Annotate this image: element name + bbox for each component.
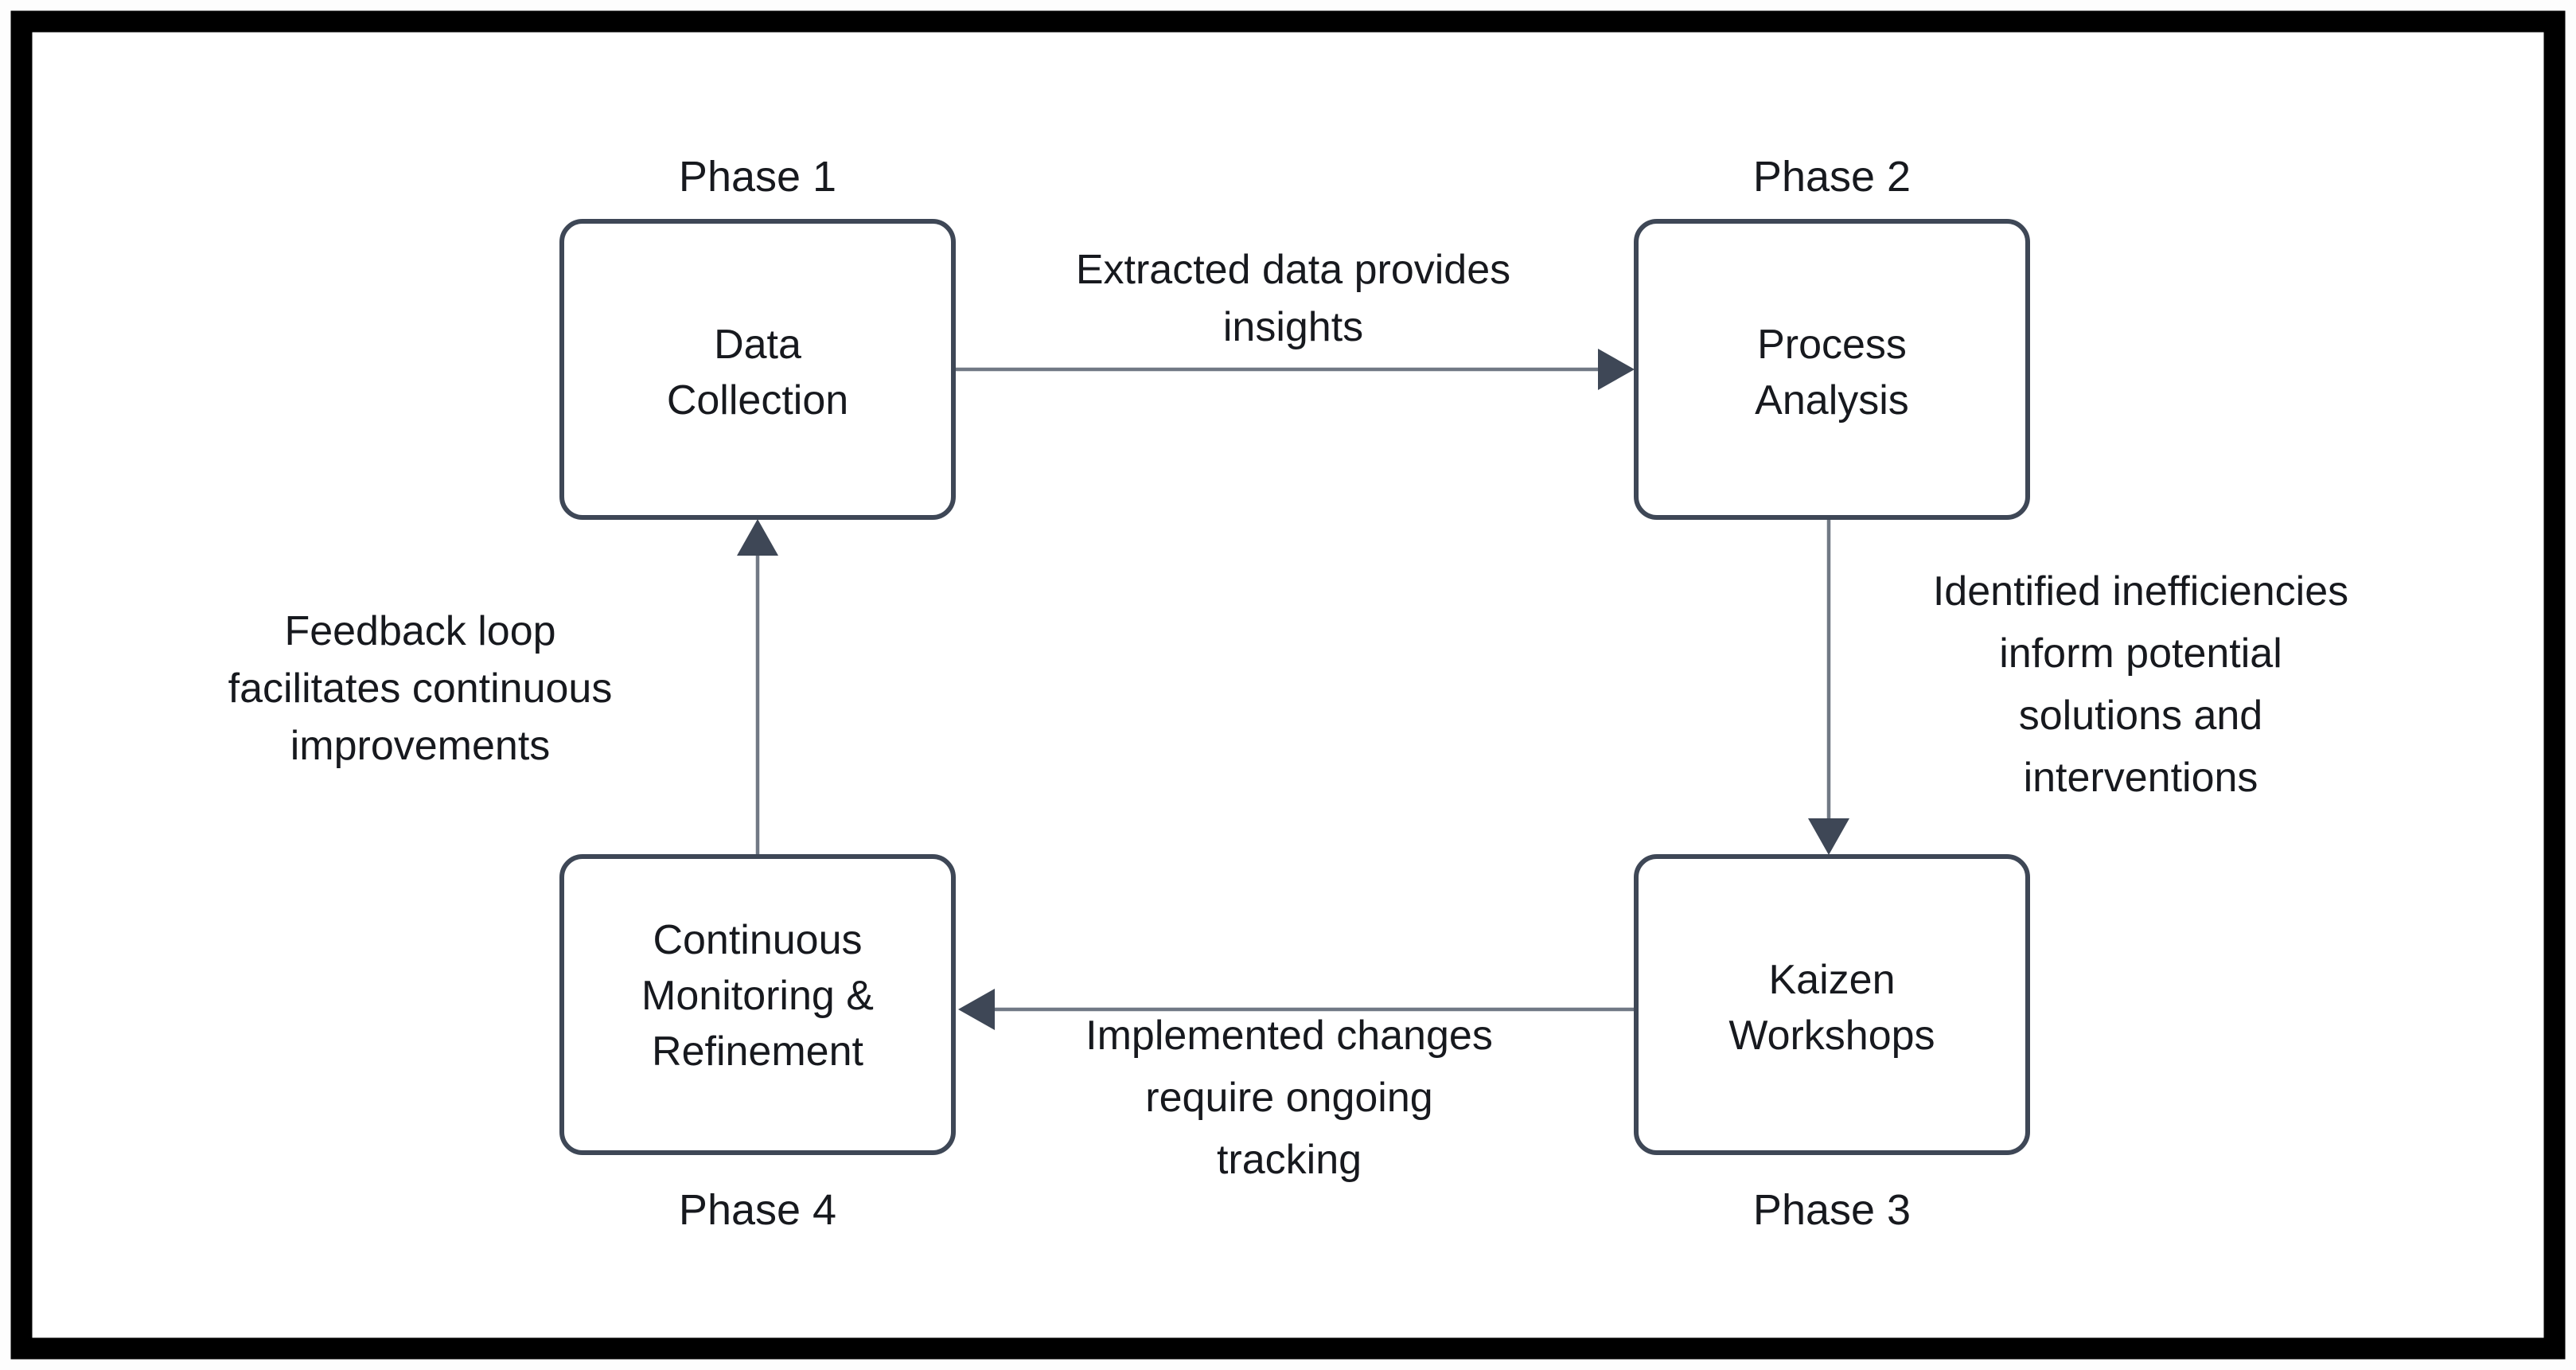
phase-2-caption: Phase 2 — [1753, 153, 1911, 201]
phase-1-caption: Phase 1 — [679, 153, 836, 201]
edge-phase3-phase4-arrowhead — [958, 989, 995, 1030]
edge-label-extracted-data-line-2: insights — [1223, 304, 1363, 350]
edge-label-feedback-loop-line-2: facilitates continuous — [228, 665, 613, 712]
edge-label-identified-inefficiencies-line-2: inform potential — [1999, 630, 2282, 677]
phase-3-caption: Phase 3 — [1753, 1186, 1911, 1234]
edge-label-extracted-data-line-1: Extracted data provides — [1076, 247, 1510, 293]
node-data-collection-box — [559, 219, 956, 520]
nodes-layer: Phase 1 Data Collection Phase 2 Process … — [559, 153, 2030, 1234]
edge-phase2-phase3-arrowhead — [1808, 818, 1849, 855]
edge-label-implemented-changes-line-2: require ongoing — [1145, 1075, 1432, 1121]
node-kaizen-workshops-label-line-2: Workshops — [1728, 1013, 1935, 1059]
node-process-analysis-label-line-1: Process — [1757, 322, 1907, 368]
edge-labels-layer: Extracted data provides insights Identif… — [228, 247, 2349, 1183]
edge-phase1-phase2-arrowhead — [1598, 349, 1635, 390]
node-continuous-monitoring-label-line-2: Monitoring & — [641, 973, 874, 1019]
edge-label-implemented-changes-line-1: Implemented changes — [1085, 1013, 1493, 1059]
node-process-analysis-label-line-2: Analysis — [1755, 377, 1909, 423]
edge-label-identified-inefficiencies-line-1: Identified inefficiencies — [1933, 568, 2348, 615]
page-frame — [10, 10, 2566, 1360]
edge-label-identified-inefficiencies-line-4: interventions — [2024, 755, 2258, 801]
node-kaizen-workshops-box — [1634, 854, 2030, 1155]
node-continuous-monitoring-box — [559, 854, 956, 1155]
edges-layer — [737, 349, 1849, 1030]
edge-label-feedback-loop-line-1: Feedback loop — [284, 608, 555, 654]
node-data-collection-label-line-2: Collection — [667, 377, 848, 423]
node-process-analysis-box — [1634, 219, 2030, 520]
edge-phase4-phase1-arrowhead — [737, 519, 778, 556]
edge-label-feedback-loop-line-3: improvements — [290, 723, 551, 769]
node-kaizen-workshops-label-line-1: Kaizen — [1769, 957, 1896, 1003]
edge-label-identified-inefficiencies-line-3: solutions and — [2019, 693, 2262, 739]
phase-4-caption: Phase 4 — [679, 1186, 836, 1234]
node-continuous-monitoring-label-line-3: Refinement — [652, 1028, 863, 1075]
node-data-collection-label-line-1: Data — [714, 322, 801, 368]
edge-label-implemented-changes-line-3: tracking — [1217, 1137, 1362, 1183]
node-continuous-monitoring-label-line-1: Continuous — [653, 917, 862, 963]
